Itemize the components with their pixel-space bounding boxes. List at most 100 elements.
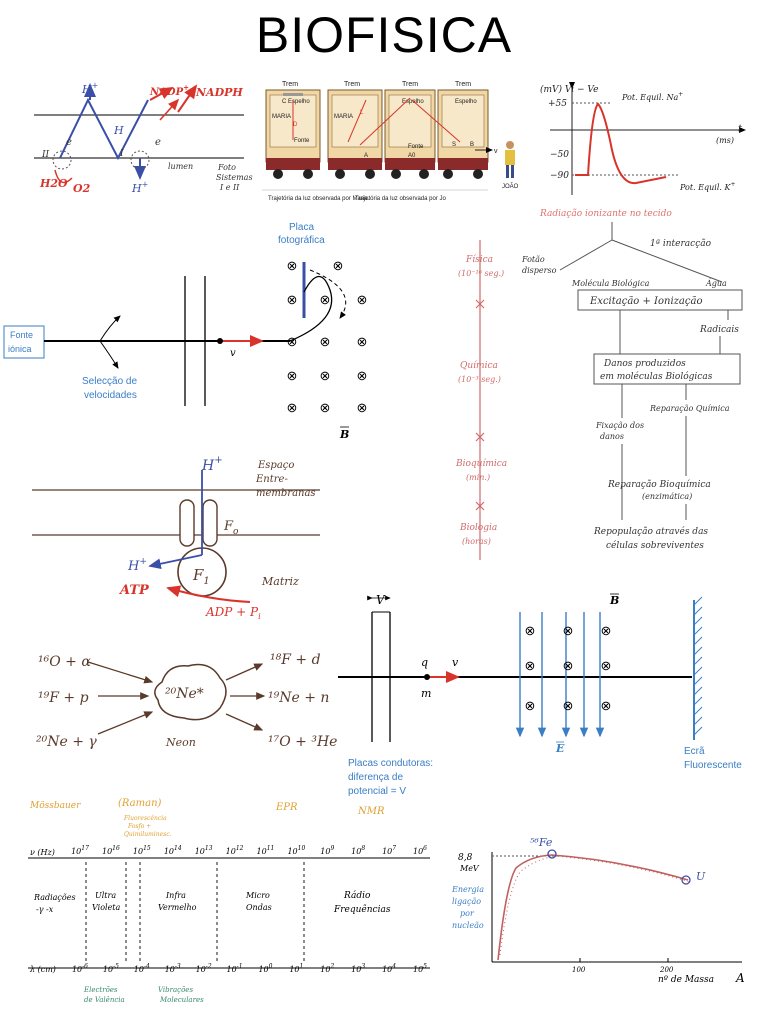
radiation-timeline: Física (10⁻¹⁶ seg.) Química (10⁻³ seg.) …: [455, 240, 507, 560]
timeline-bioquimica-t: (min.): [466, 473, 490, 482]
placas-label-2: diferença de: [348, 772, 403, 783]
matriz-label: Matriz: [261, 575, 299, 588]
flow-reparacao-b-1: Reparação Bioquímica: [607, 479, 711, 490]
photosystem-1: I: [119, 149, 124, 159]
thomson-B: B: [609, 594, 619, 607]
spec-velocity: v: [230, 348, 236, 359]
svg-text:⊗: ⊗: [525, 623, 536, 638]
svg-text:Espelho: Espelho: [455, 99, 477, 105]
binding-energia-2: ligação: [452, 897, 481, 906]
binding-a: A: [735, 971, 745, 985]
ap-tick-50: −50: [550, 150, 569, 160]
lambda-tick-11: 105: [413, 963, 427, 974]
svg-text:C Espelho: C Espelho: [282, 99, 310, 105]
spectrum-eletroes-2: de Valência: [84, 996, 125, 1004]
nu-tick-8: 109: [320, 845, 334, 856]
nuclear-center: ²⁰Ne*: [165, 686, 204, 702]
nu-tick-3: 1014: [164, 845, 182, 856]
lambda-tick-8: 102: [320, 963, 334, 974]
thomson-v: v: [452, 656, 459, 669]
thomson-E: E: [555, 742, 565, 755]
nu-tick-2: 1015: [133, 845, 151, 856]
ap-k-equil: Pot. Equil. K+: [679, 181, 736, 192]
ap-ylabel: (mV) Vi − Ve: [540, 84, 598, 95]
action-potential-plot: (mV) Vi − Ve +55 −50 −90 t (ms) Pot. Equ…: [540, 82, 746, 195]
spectrum-lambda-label: λ (cm): [29, 965, 56, 974]
svg-text:⊗: ⊗: [357, 334, 368, 349]
svg-text:⊗: ⊗: [320, 400, 331, 415]
flow-danos-2: em moléculas Biológicas: [600, 371, 713, 382]
ap-ms: (ms): [716, 136, 734, 145]
svg-text:D: D: [293, 122, 298, 128]
svg-text:⊗: ⊗: [563, 623, 574, 638]
thomson-m: m: [421, 687, 431, 700]
flow-fixacao-1: Fixação dos: [595, 421, 644, 430]
h-plus-bottom: H+: [131, 180, 148, 195]
nu-tick-0: 1017: [71, 845, 89, 856]
binding-mev-unit: MeV: [459, 864, 480, 873]
lambda-tick-1: 10-5: [103, 963, 119, 974]
ap-t: t: [738, 124, 743, 135]
atp-membranas: membranas: [256, 488, 316, 499]
nu-tick-9: 108: [351, 845, 365, 856]
nu-tick-5: 1012: [226, 845, 244, 856]
svg-text:⊗: ⊗: [320, 292, 331, 307]
svg-text:⊗: ⊗: [287, 368, 298, 383]
train-car-1: Trem C Espelho MARIA D Fonte: [265, 81, 321, 179]
foto-label: Foto: [217, 163, 236, 172]
train-car-2: Trem MARIA L: [327, 81, 383, 179]
svg-text:⊗: ⊗: [357, 292, 368, 307]
ap-na-equil: Pot. Equil. Na+: [621, 91, 683, 102]
thomson-cross-grid: ⊗⊗⊗ ⊗⊗⊗ ⊗⊗⊗: [525, 623, 612, 713]
spectrum-fluor-3: Quimiluminesc.: [124, 831, 172, 838]
svg-text:⊗: ⊗: [357, 368, 368, 383]
svg-text:A: A: [364, 153, 368, 159]
spectrum-nu-label: ν (Hz): [30, 848, 55, 857]
svg-text:⊗: ⊗: [287, 258, 298, 273]
atp-label: ATP: [118, 583, 150, 598]
thomson-apparatus: V q m v ⊗⊗⊗ ⊗⊗⊗ ⊗⊗⊗ B E: [338, 593, 742, 797]
svg-text:Trem: Trem: [402, 81, 418, 88]
flow-repop-2: células sobreviventes: [606, 540, 704, 551]
spectrum-ultra-2: Violeta: [92, 903, 121, 912]
train-velocity: v: [494, 148, 498, 155]
em-spectrum-chart: Mössbauer (Raman) Fluorescência Fosfo + …: [28, 798, 430, 1004]
adp-label: ADP + Pi: [205, 605, 261, 621]
svg-text:Fonte: Fonte: [408, 144, 424, 150]
fotografica-label: fotográfica: [278, 235, 325, 246]
svg-text:L: L: [360, 110, 364, 116]
binding-tick-200: 200: [659, 966, 674, 974]
spectrum-vibracoes-2: Moleculares: [159, 996, 204, 1004]
flow-molecula: Molécula Biológica: [571, 279, 650, 288]
flow-fixacao-2: danos: [600, 432, 624, 441]
selecao-label: Selecção de: [82, 376, 137, 387]
nuclear-product-2: ¹⁹Ne + n: [268, 690, 329, 706]
svg-text:⊗: ⊗: [320, 334, 331, 349]
lambda-tick-9: 103: [351, 963, 365, 974]
svg-text:A0: A0: [408, 153, 416, 159]
b-field-label: B: [339, 428, 349, 441]
spectrum-fluor-2: Fosfo +: [127, 823, 151, 830]
flow-excitacao: Excitação + Ionização: [589, 296, 702, 307]
spectrum-micro-2: Ondas: [246, 903, 272, 912]
svg-text:⊗: ⊗: [601, 623, 612, 638]
spectrum-ultra-1: Ultra: [95, 891, 116, 900]
page-title: BIOFISICA: [255, 7, 513, 63]
ecra-label: Ecrã: [684, 746, 705, 757]
binding-energia-3: por: [460, 909, 475, 918]
svg-text:⊗: ⊗: [525, 658, 536, 673]
binding-energy-plot: 8,8 MeV ⁵⁶Fe U Energia ligação por nucle…: [451, 836, 745, 985]
svg-text:Trem: Trem: [282, 81, 298, 88]
svg-text:⊗: ⊗: [601, 658, 612, 673]
electron-2: e: [155, 137, 161, 148]
flow-reparacao-b-2: (enzimática): [642, 492, 692, 501]
sistemas-label: Sistemas: [216, 173, 253, 182]
lambda-tick-5: 10-1: [227, 963, 243, 974]
lambda-tick-4: 10-2: [196, 963, 212, 974]
flow-disperso: disperso: [522, 266, 557, 275]
lumen-label: lumen: [168, 162, 193, 171]
ap-tick-55: +55: [548, 99, 567, 109]
ap-tick-90: −90: [550, 171, 569, 181]
nu-tick-4: 1013: [195, 845, 213, 856]
